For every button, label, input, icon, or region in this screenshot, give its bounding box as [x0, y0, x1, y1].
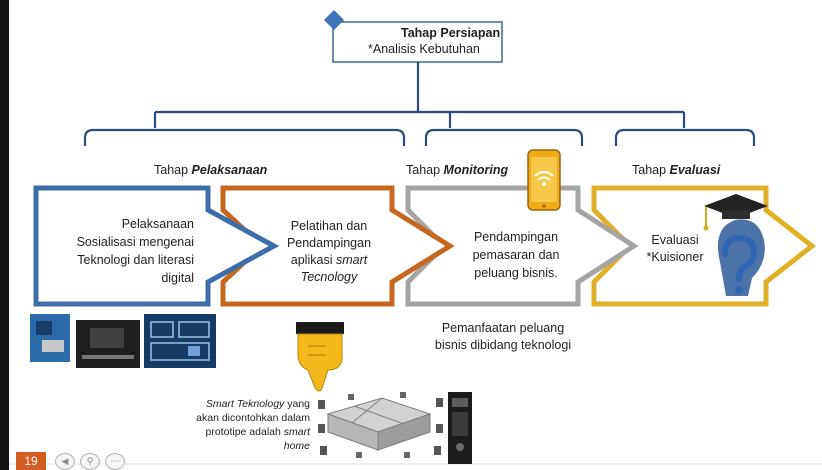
top-box-title: Tahap Persiapan: [401, 26, 501, 40]
smart-home-note: Smart Teknology yang akan dicontohkan da…: [196, 398, 310, 452]
graduation-question-icon: [703, 194, 768, 296]
diamond-icon: [324, 10, 344, 30]
arrow-pendampingan-text: Pendampingan pemasaran dan peluang bisni…: [472, 230, 560, 280]
stage-label-pelaksanaan: Tahap Pelaksanaan: [154, 163, 268, 177]
smart-home-illustration: [318, 392, 472, 464]
back-icon[interactable]: ◀: [55, 453, 75, 470]
top-box-subtitle: *Analisis Kebutuhan: [368, 42, 480, 56]
stage-label-evaluasi: Tahap Evaluasi: [632, 163, 721, 177]
smartphone-wifi-icon: [527, 149, 561, 211]
slide-number: 19: [16, 452, 46, 470]
electronics-images: [30, 314, 216, 368]
arrow-pelatihan-text: Pelatihan dan Pendampingan aplikasi smar…: [286, 219, 372, 284]
connector-tree: [83, 62, 756, 146]
monitoring-note: Pemanfaatan peluang bisnis dibidang tekn…: [434, 321, 572, 352]
more-icon[interactable]: ⋯: [105, 453, 125, 470]
stage-label-monitoring: Tahap Monitoring: [406, 163, 509, 177]
arrow-sosialisasi-text: Pelaksanaan Sosialisasi mengenai Teknolo…: [76, 217, 194, 285]
zoom-icon[interactable]: ⚲: [80, 453, 100, 470]
pointing-hand-icon: [296, 322, 344, 392]
arrow-sosialisasi: [33, 185, 280, 307]
arrow-evaluasi-text: Evaluasi *Kuisioner: [646, 233, 704, 264]
slide-left-edge: [0, 0, 9, 470]
